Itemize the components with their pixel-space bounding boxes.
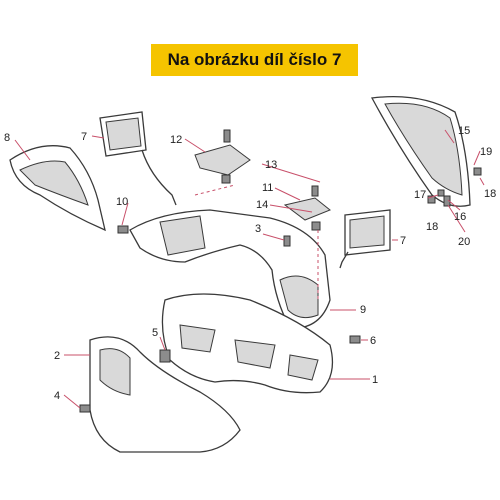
leader-lines bbox=[14, 129, 485, 409]
part-2-lower-cover bbox=[89, 336, 241, 453]
screw-13 bbox=[223, 129, 319, 197]
callout-8: 8 bbox=[4, 132, 10, 144]
part-7-mirror-left bbox=[99, 111, 177, 206]
callout-5: 5 bbox=[152, 327, 158, 339]
callout-16: 16 bbox=[454, 211, 466, 223]
part-7-mirror-right bbox=[339, 209, 391, 269]
callout-3: 3 bbox=[255, 223, 261, 235]
parts-16-20 bbox=[427, 167, 482, 207]
callout-12: 12 bbox=[170, 134, 182, 146]
callout-15: 15 bbox=[458, 125, 470, 137]
screw-6 bbox=[349, 335, 361, 344]
callout-11: 11 bbox=[262, 182, 273, 194]
callout-18-right: 18 bbox=[484, 188, 496, 200]
callout-18-left: 18 bbox=[426, 221, 438, 233]
part-1-front-cover bbox=[161, 293, 334, 394]
part-12-bracket bbox=[194, 144, 251, 184]
part-11-bracket bbox=[283, 197, 331, 231]
callout-9: 9 bbox=[360, 304, 366, 316]
part-9-upper-cover bbox=[129, 209, 331, 329]
screw-10 bbox=[117, 225, 129, 234]
callout-7-right: 7 bbox=[400, 235, 406, 247]
clip-5 bbox=[159, 349, 171, 363]
callout-2: 2 bbox=[54, 350, 60, 362]
screw-4 bbox=[79, 404, 91, 413]
part-8-cover bbox=[9, 145, 106, 232]
title-text: Na obrázku díl číslo 7 bbox=[167, 50, 342, 69]
callout-20: 20 bbox=[458, 236, 470, 248]
callout-17: 17 bbox=[414, 189, 426, 201]
callout-7-left: 7 bbox=[81, 131, 87, 143]
callout-19: 19 bbox=[480, 146, 492, 158]
callout-6: 6 bbox=[370, 335, 376, 347]
callout-4: 4 bbox=[54, 390, 60, 402]
callout-14: 14 bbox=[256, 199, 268, 211]
callout-numbers: 8 7 12 13 11 14 15 19 18 17 16 18 20 7 1… bbox=[4, 125, 496, 402]
title-banner: Na obrázku díl číslo 7 bbox=[151, 44, 358, 76]
callout-10: 10 bbox=[116, 196, 128, 208]
part-15-windscreen bbox=[370, 95, 471, 207]
callout-1: 1 bbox=[372, 374, 378, 386]
callout-13: 13 bbox=[265, 159, 277, 171]
screw-3 bbox=[283, 235, 291, 247]
